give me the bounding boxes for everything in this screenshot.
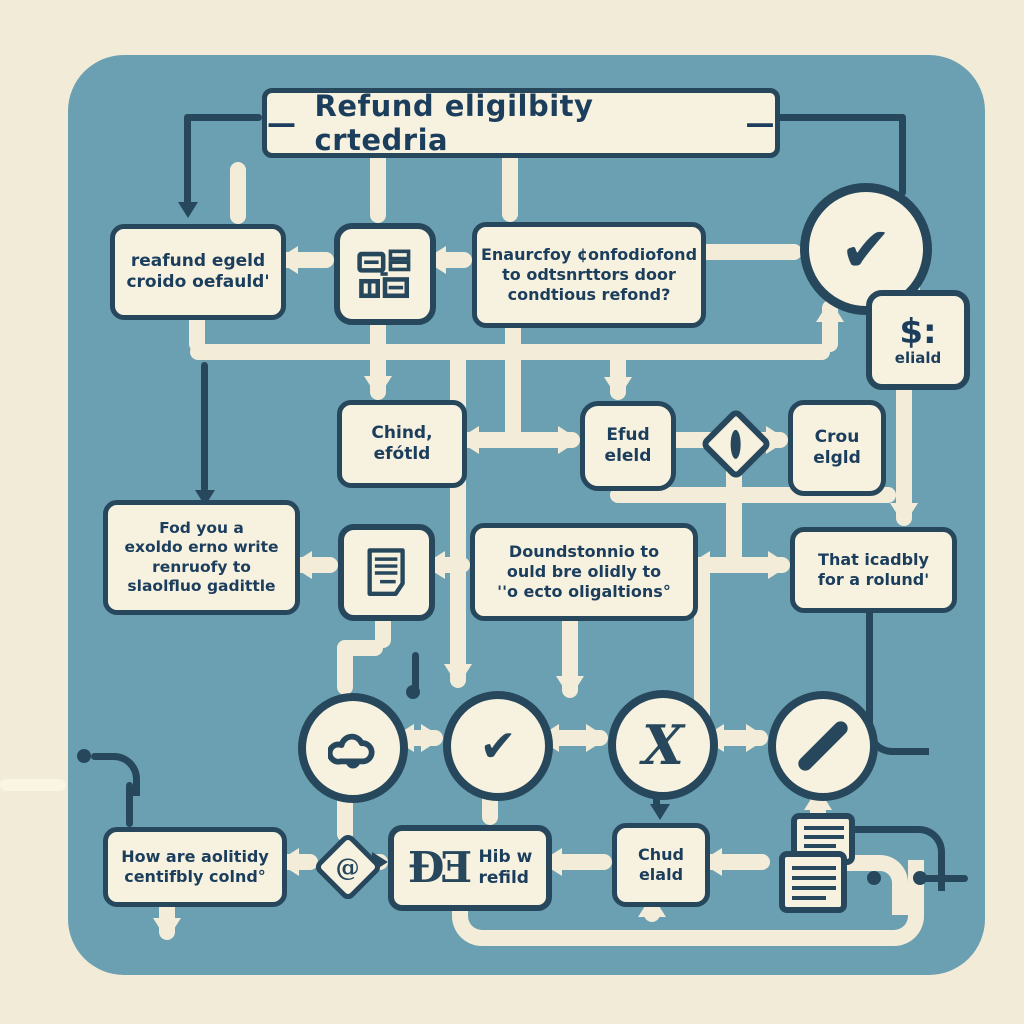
arrowhead [768, 551, 790, 579]
flow-curve-dark [866, 603, 929, 755]
node-check-circle: ✔ [443, 691, 553, 801]
flow-line [688, 557, 790, 573]
node-label: eliald [894, 348, 942, 367]
monogram-icon: ĐƎ [407, 843, 473, 892]
node-label: Doundstonnio to ould bre olidly to ''o e… [497, 542, 671, 601]
node-label: Hib w refild [478, 846, 533, 888]
node-doundstonnio: Doundstonnio to ould bre olidly to ''o e… [470, 523, 698, 621]
node-label: How are aolitidy centifbly colnd° [121, 847, 269, 886]
node-efud: Efud eleld [580, 401, 676, 491]
node-crou: Crou elgld [788, 400, 886, 496]
arrowhead [586, 724, 608, 752]
arrowhead-dark [650, 804, 670, 820]
arrowhead-dark [178, 202, 198, 218]
line-endpoint-dot [913, 871, 927, 885]
node-x-circle: X [608, 690, 718, 800]
flow-line [700, 244, 802, 260]
arrowhead [558, 426, 580, 454]
spiral-icon: @ [336, 852, 360, 882]
node-enaurcfoy: Enaurcfoy ¢onfodiofond to odtsnrttors do… [472, 222, 706, 328]
arrowhead [556, 676, 584, 698]
node-how-are: How are aolitidy centifbly colnd° [103, 827, 287, 907]
node-label: Fod you a exoldo erno write renruofy to … [124, 518, 279, 595]
arrowhead [364, 376, 392, 398]
documents-stack-icon [768, 810, 862, 918]
arrowhead [421, 724, 443, 752]
check-icon: ✔ [840, 212, 892, 286]
flow-line-dark [184, 114, 262, 121]
diagram-title-banner: — Refund eligilbity crtedria — [262, 88, 780, 158]
ring-dot-icon [731, 429, 741, 459]
title-dash-left: — [267, 106, 297, 140]
node-dollar: $: eliald [866, 290, 970, 390]
node-document [338, 524, 435, 621]
node-cloud-circle [298, 693, 408, 803]
flow-line [502, 148, 518, 222]
line-endpoint-dot [406, 685, 420, 699]
arrowhead [890, 503, 918, 525]
flow-line [896, 376, 912, 526]
node-grid [334, 223, 436, 325]
arrowhead [153, 918, 181, 940]
flow-line-dark [770, 114, 906, 121]
flow-line-dark [184, 114, 191, 206]
flow-line-dark [201, 362, 208, 492]
diagram-title: Refund eligilbity crtedria [314, 89, 594, 157]
node-fod-you: Fod you a exoldo erno write renruofy to … [103, 500, 300, 615]
node-refund-egeld: reafund egeld croido oefauld' [110, 224, 286, 320]
arrowhead [766, 426, 788, 454]
node-label: Chind, efótld [371, 422, 433, 464]
dollar-icon: $: [899, 311, 937, 352]
flow-line [726, 462, 742, 565]
flow-line [337, 640, 353, 695]
flow-line [457, 432, 580, 448]
flow-curve-dark [111, 753, 140, 796]
node-hib-refild: ĐƎ Hib w refild [388, 825, 552, 911]
flow-line-dark [126, 782, 133, 827]
line-endpoint-dot [867, 871, 881, 885]
node-that-icadbly: That icadbly for a rolund' [790, 527, 957, 613]
flow-line [189, 310, 205, 352]
grid-icon [356, 225, 414, 323]
flow-line [370, 148, 386, 223]
node-label: Chud elald [638, 845, 684, 884]
x-mark-icon: X [642, 713, 684, 777]
arrowhead [444, 664, 472, 686]
flow-line-dark [91, 753, 119, 760]
node-slash-circle [768, 691, 878, 801]
flow-line-dark [922, 875, 968, 882]
slash-icon [795, 718, 851, 774]
arrowhead [746, 724, 768, 752]
flow-line [230, 162, 246, 224]
node-label: reafund egeld croido oefauld' [126, 250, 270, 292]
flow-line-dark [899, 114, 906, 196]
cloud-icon [328, 727, 378, 769]
node-label: Enaurcfoy ¢onfodiofond to odtsnrttors do… [480, 245, 698, 304]
node-chud: Chud elald [612, 823, 710, 907]
title-dash-right: — [745, 106, 775, 140]
node-chind: Chind, efótld [337, 400, 467, 488]
flow-curve-dark [852, 826, 945, 891]
edge-stub-line [0, 779, 66, 791]
node-label: Efud eleld [604, 424, 652, 466]
line-endpoint-dot [77, 749, 91, 763]
node-label: That icadbly for a rolund' [817, 550, 930, 589]
document-icon [361, 525, 413, 621]
arrowhead [604, 377, 632, 399]
flow-line [694, 565, 710, 738]
node-label: Crou elgld [813, 426, 861, 468]
check-icon: ✔ [479, 720, 517, 772]
flow-line-dark [412, 652, 419, 690]
flow-line [505, 318, 521, 440]
